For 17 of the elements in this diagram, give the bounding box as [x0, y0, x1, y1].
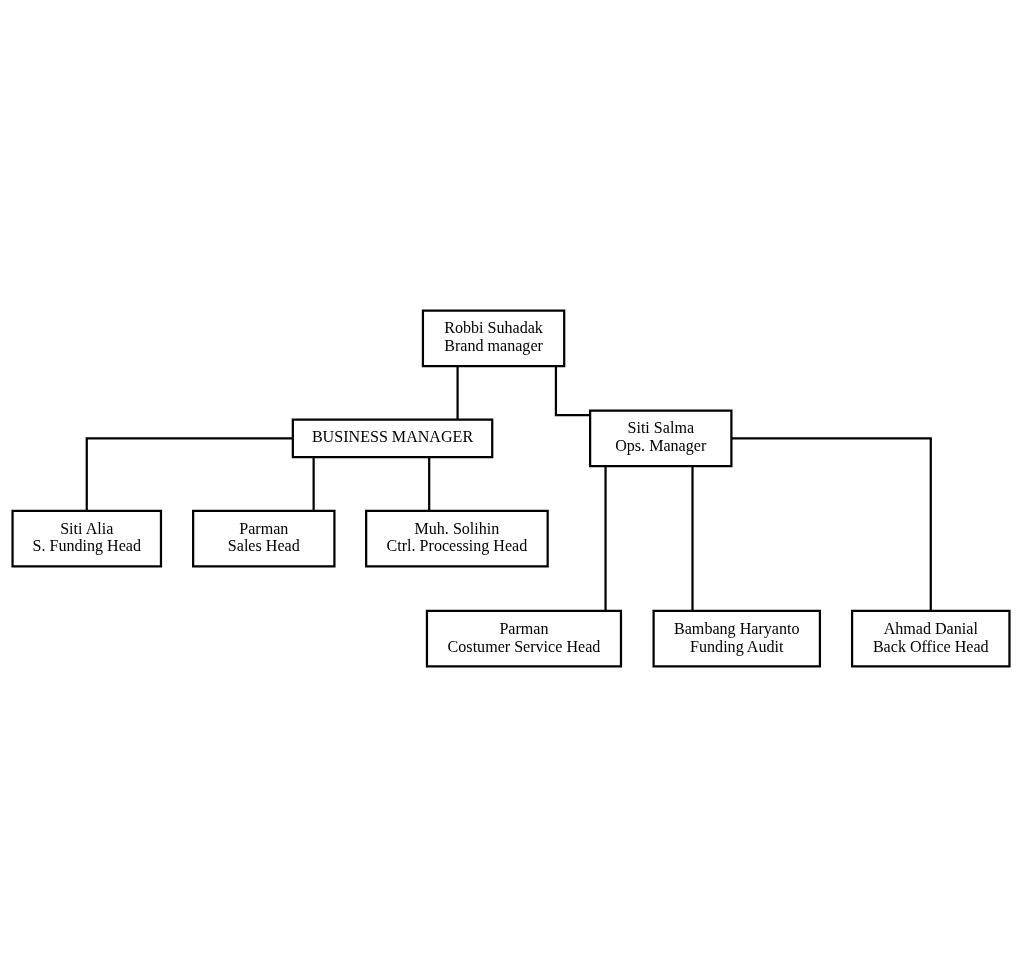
node-box: BUSINESS MANAGER: [291, 418, 494, 459]
node-box: Parman Costumer Service Head: [425, 609, 623, 668]
connector: [85, 437, 293, 511]
connector: [312, 457, 315, 511]
connector: [731, 437, 932, 611]
node-box: Muh. Solihin Ctrl. Processing Head: [365, 509, 549, 568]
connector: [604, 466, 607, 611]
node-box: Ahmad Danial Back Office Head: [850, 609, 1011, 668]
node-box: Siti Alia S. Funding Head: [11, 509, 163, 568]
node-box: Robbi Suhadak Brand manager: [421, 309, 566, 368]
connector: [456, 366, 459, 420]
node-box: Siti Salma Ops. Manager: [589, 409, 733, 468]
connector: [428, 457, 431, 511]
connector: [691, 466, 694, 611]
connector: [554, 366, 590, 417]
node-box: Parman Sales Head: [192, 509, 336, 568]
node-box: Bambang Haryanto Funding Audit: [652, 609, 822, 668]
